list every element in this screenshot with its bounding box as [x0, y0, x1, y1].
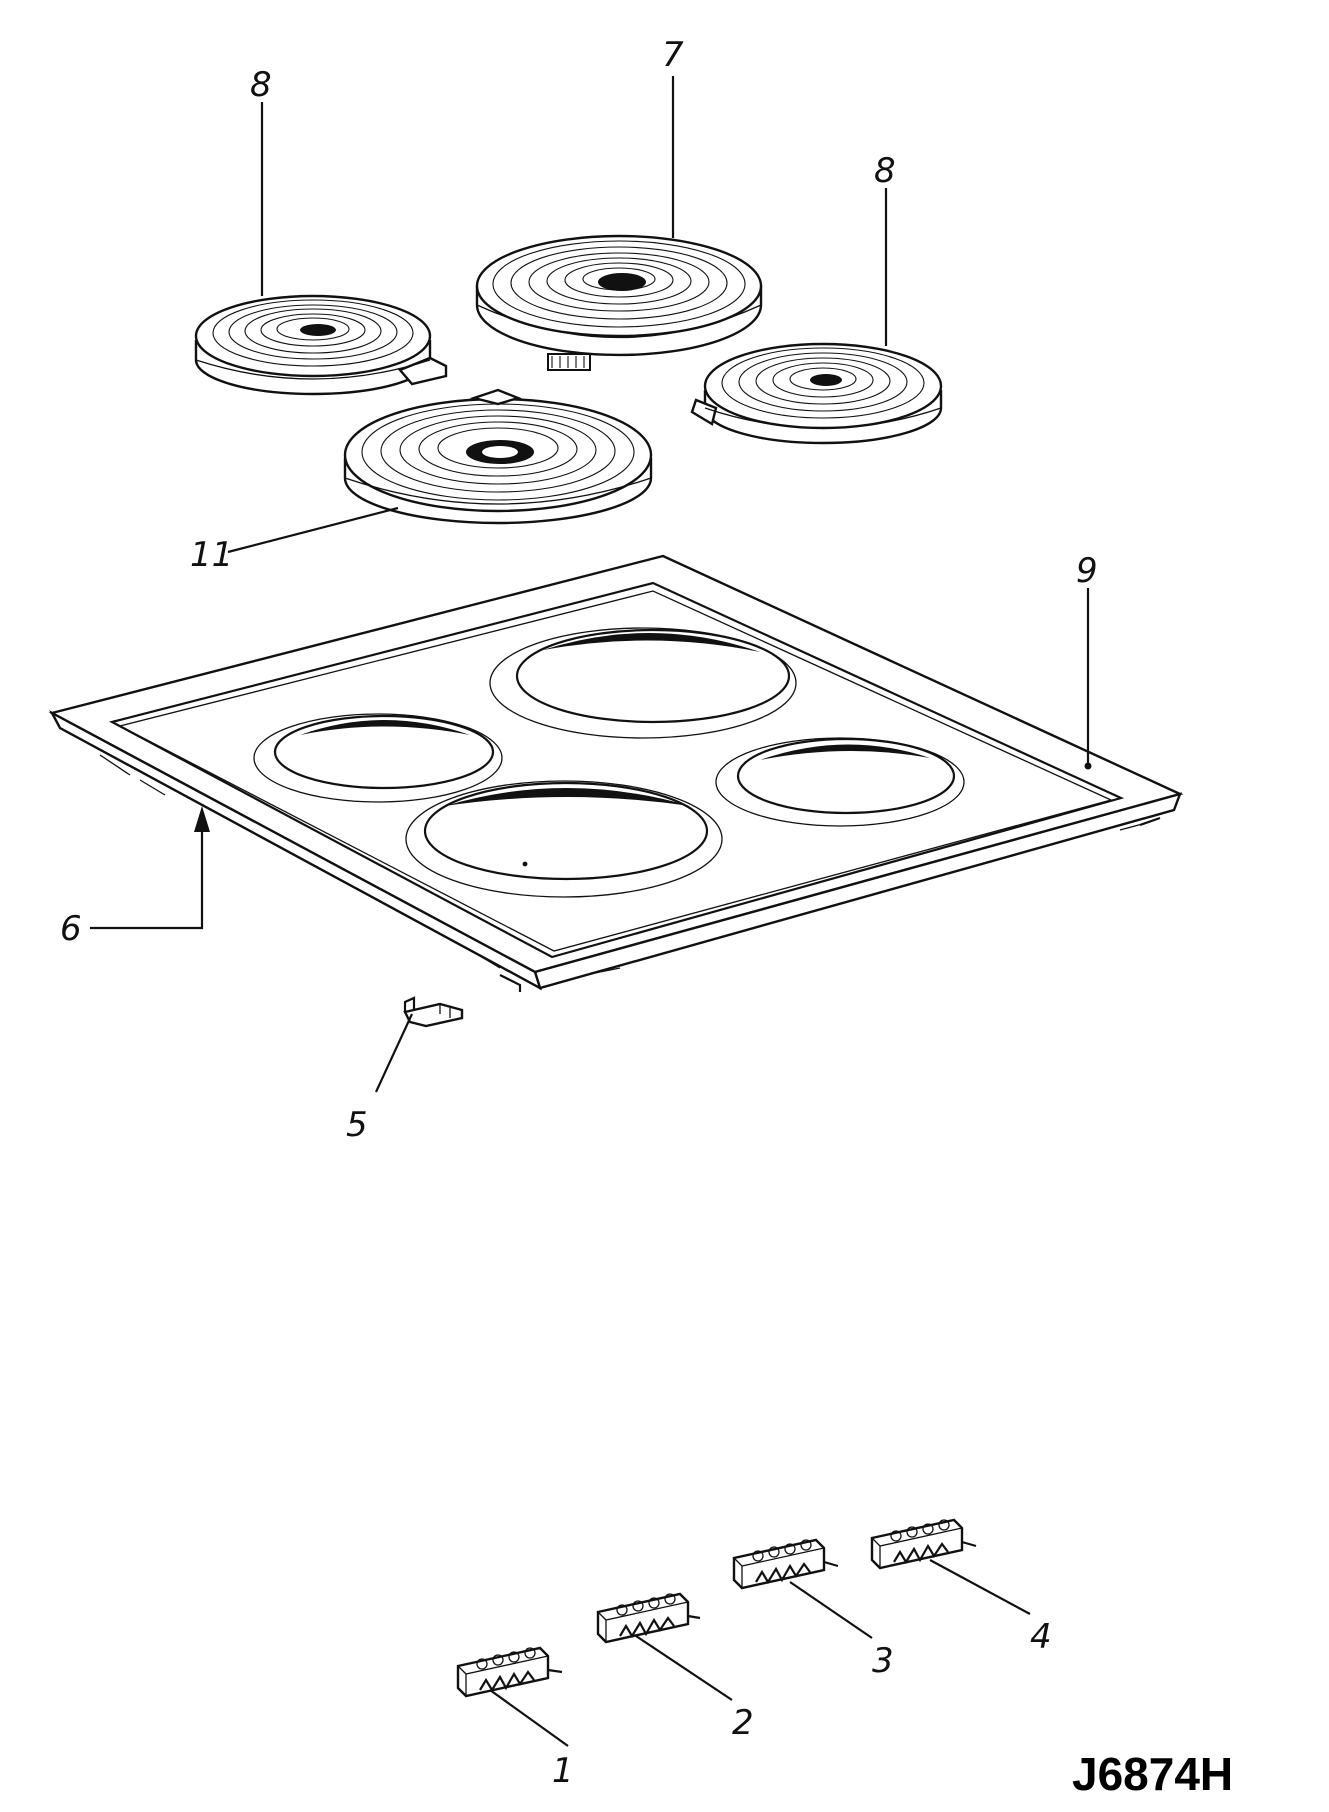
- hob-opening-front-large: [405, 780, 723, 898]
- leader-lines: [90, 76, 1092, 1747]
- hotplate-large-top: [475, 234, 763, 371]
- callout-7: 7: [662, 35, 684, 75]
- terminal-block-3: [732, 1538, 839, 1590]
- hob-opening-right: [715, 737, 965, 827]
- callout-6: 6: [60, 909, 82, 949]
- callout-8-right: 8: [874, 151, 896, 191]
- terminal-block-2: [596, 1592, 701, 1644]
- hotplate-small-left: [194, 294, 448, 396]
- callout-2: 2: [732, 1703, 754, 1743]
- callout-9: 9: [1076, 551, 1098, 591]
- callout-11: 11: [190, 535, 233, 575]
- hob-opening-rear-large: [489, 627, 797, 739]
- hob-opening-left: [253, 713, 503, 803]
- terminal-block-1: [456, 1646, 563, 1698]
- callout-5: 5: [346, 1105, 368, 1145]
- callout-3: 3: [872, 1641, 894, 1681]
- hotplate-small-right: [690, 342, 943, 445]
- callout-4: 4: [1030, 1617, 1052, 1657]
- callout-8-left: 8: [250, 65, 272, 105]
- callout-1: 1: [552, 1751, 574, 1791]
- hob-top-plate: [48, 554, 1184, 992]
- hotplate-medium-front: [343, 388, 653, 525]
- drawing-code-label: J6874H: [1072, 1748, 1233, 1800]
- fixing-clip: [403, 996, 464, 1028]
- terminal-block-4: [870, 1518, 977, 1570]
